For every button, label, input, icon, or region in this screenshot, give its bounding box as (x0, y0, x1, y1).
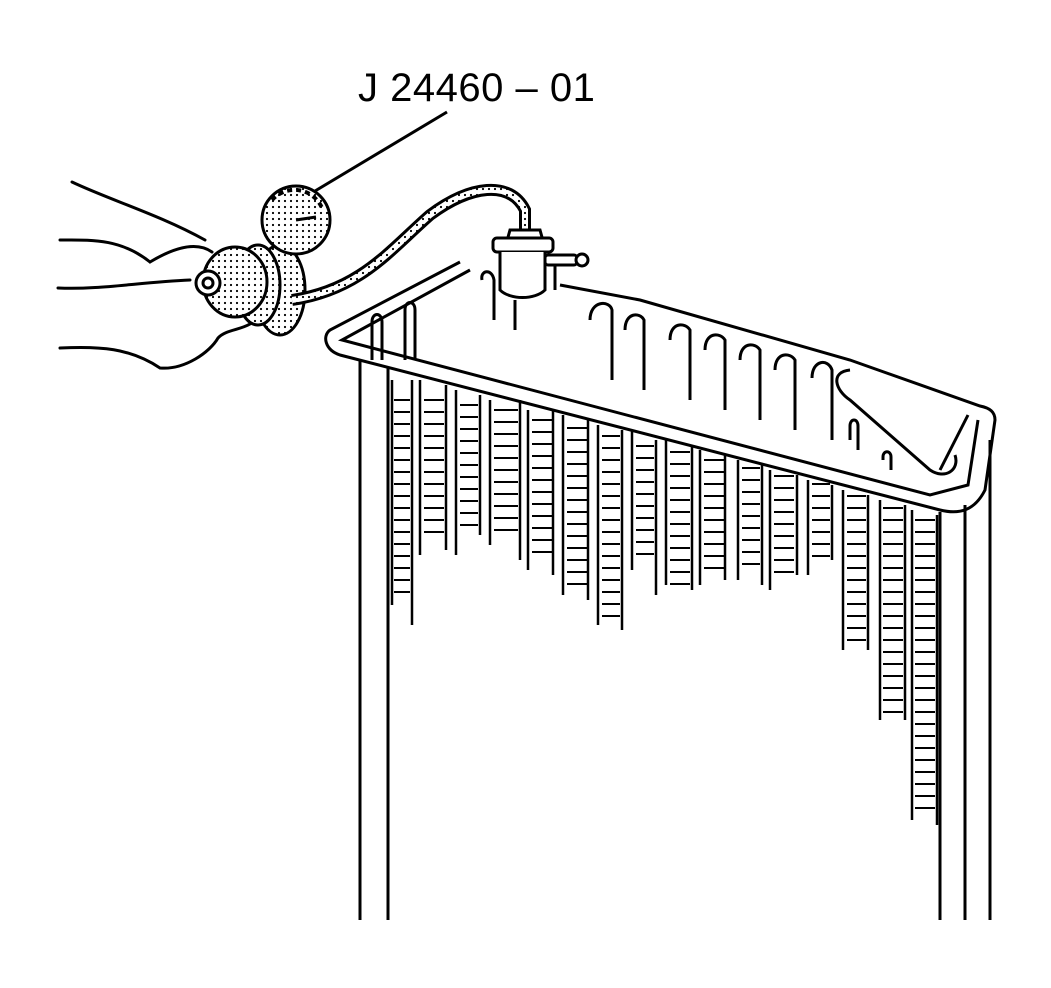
hand-icon (56, 180, 252, 370)
pressure-gauge-icon (260, 184, 332, 256)
fin-hatching (394, 399, 935, 809)
hose-icon (291, 184, 531, 306)
tool-callout-label: J 24460 – 01 (358, 66, 596, 110)
radiator-icon (324, 260, 997, 920)
callout-leader-line (299, 110, 448, 202)
filler-neck-adapter-icon (491, 228, 590, 299)
radiator-fins (390, 380, 939, 825)
pressure-pump-icon (194, 243, 307, 337)
